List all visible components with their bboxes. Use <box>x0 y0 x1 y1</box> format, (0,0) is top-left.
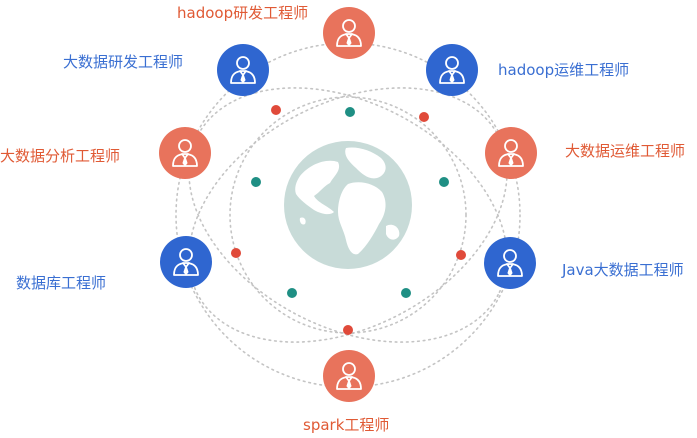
node-spark[interactable] <box>323 350 375 402</box>
teal-orbit-dot <box>287 288 297 298</box>
node-database[interactable] <box>160 236 212 288</box>
node-circle <box>485 127 537 179</box>
orbit-dots <box>231 105 466 335</box>
label-bigdata-analyst: 大数据分析工程师 <box>0 147 121 165</box>
label-bigdata-ops: 大数据运维工程师 <box>565 142 686 160</box>
node-circle <box>160 236 212 288</box>
node-circle <box>217 44 269 96</box>
node-hadoop-ops[interactable] <box>426 44 478 96</box>
node-circle <box>159 127 211 179</box>
node-java-bigdata[interactable] <box>484 237 536 289</box>
red-orbit-dot <box>456 250 466 260</box>
businessman-icon <box>172 139 198 167</box>
red-orbit-dot <box>271 105 281 115</box>
businessman-icon <box>173 248 199 276</box>
label-hadoop-dev: hadoop研发工程师 <box>177 4 309 22</box>
globe-icon <box>284 141 412 269</box>
red-orbit-dot <box>343 325 353 335</box>
red-orbit-dot <box>231 248 241 258</box>
red-orbit-dot <box>419 112 429 122</box>
businessman-icon <box>497 249 523 277</box>
label-hadoop-ops: hadoop运维工程师 <box>498 61 630 79</box>
businessman-icon <box>230 56 256 84</box>
label-bigdata-dev: 大数据研发工程师 <box>63 53 184 71</box>
label-spark: spark工程师 <box>303 416 390 434</box>
label-database: 数据库工程师 <box>16 274 107 292</box>
node-bigdata-dev[interactable] <box>217 44 269 96</box>
node-circle <box>323 7 375 59</box>
teal-orbit-dot <box>345 107 355 117</box>
node-hadoop-dev[interactable] <box>323 7 375 59</box>
teal-orbit-dot <box>251 177 261 187</box>
businessman-icon <box>336 19 362 47</box>
businessman-icon <box>498 139 524 167</box>
role-nodes <box>159 7 537 402</box>
node-circle <box>323 350 375 402</box>
teal-orbit-dot <box>401 288 411 298</box>
businessman-icon <box>336 362 362 390</box>
node-circle <box>426 44 478 96</box>
node-circle <box>484 237 536 289</box>
node-bigdata-analyst[interactable] <box>159 127 211 179</box>
label-java-bigdata: Java大数据工程师 <box>562 261 684 279</box>
node-bigdata-ops[interactable] <box>485 127 537 179</box>
businessman-icon <box>439 56 465 84</box>
teal-orbit-dot <box>439 177 449 187</box>
